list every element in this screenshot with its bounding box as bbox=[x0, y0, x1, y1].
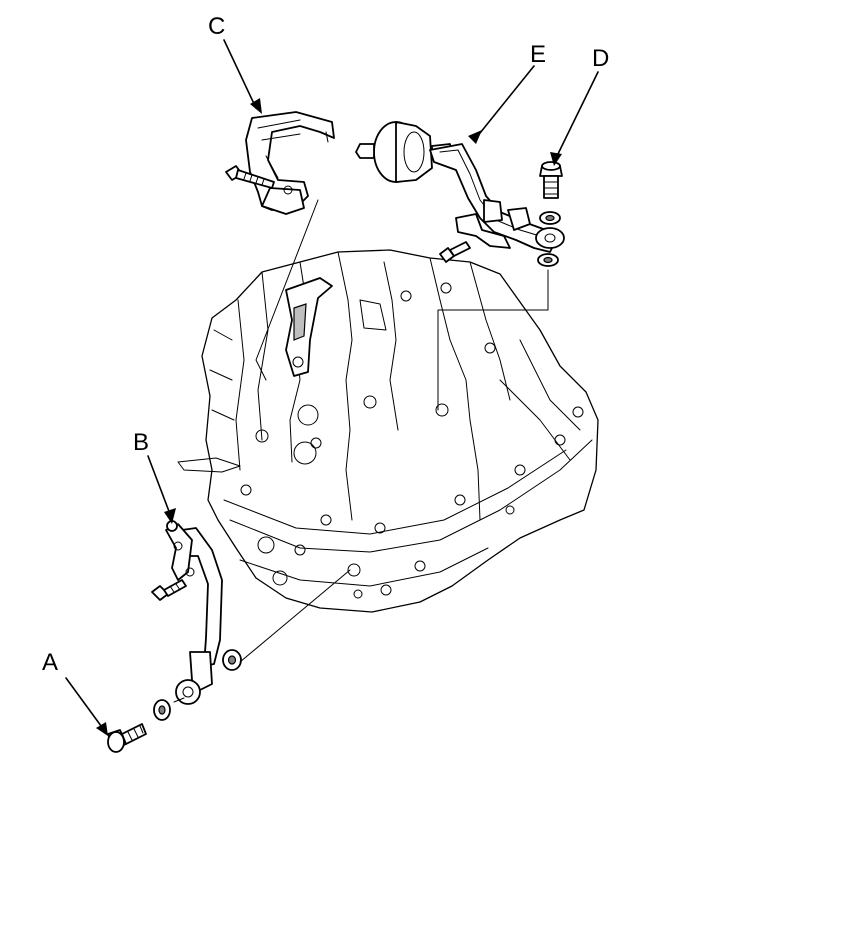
callout-label-e: E bbox=[530, 41, 546, 68]
banjo-bolt-d bbox=[539, 161, 563, 199]
banjo-bolt-a bbox=[107, 723, 147, 753]
bolt-c bbox=[225, 165, 275, 189]
callout-label-d: D bbox=[592, 45, 609, 72]
washer-a-outer bbox=[153, 699, 171, 721]
bolt-b bbox=[151, 579, 187, 601]
callout-arrows bbox=[65, 39, 599, 736]
washer-d-top bbox=[539, 211, 561, 225]
pipe-assembly-e bbox=[355, 121, 565, 253]
washer-d-bottom bbox=[537, 253, 559, 267]
washer-a-inner bbox=[222, 649, 242, 671]
case-mounting-bracket bbox=[285, 277, 333, 377]
bolt-e-bracket bbox=[439, 241, 471, 263]
alignment-lines bbox=[173, 199, 549, 703]
callout-label-b: B bbox=[133, 429, 149, 456]
callout-label-a: A bbox=[42, 649, 58, 676]
transmission-case bbox=[177, 249, 599, 613]
pipe-assembly-b bbox=[165, 520, 223, 705]
callout-label-c: C bbox=[208, 13, 225, 40]
clamp-bracket-c bbox=[245, 111, 335, 215]
